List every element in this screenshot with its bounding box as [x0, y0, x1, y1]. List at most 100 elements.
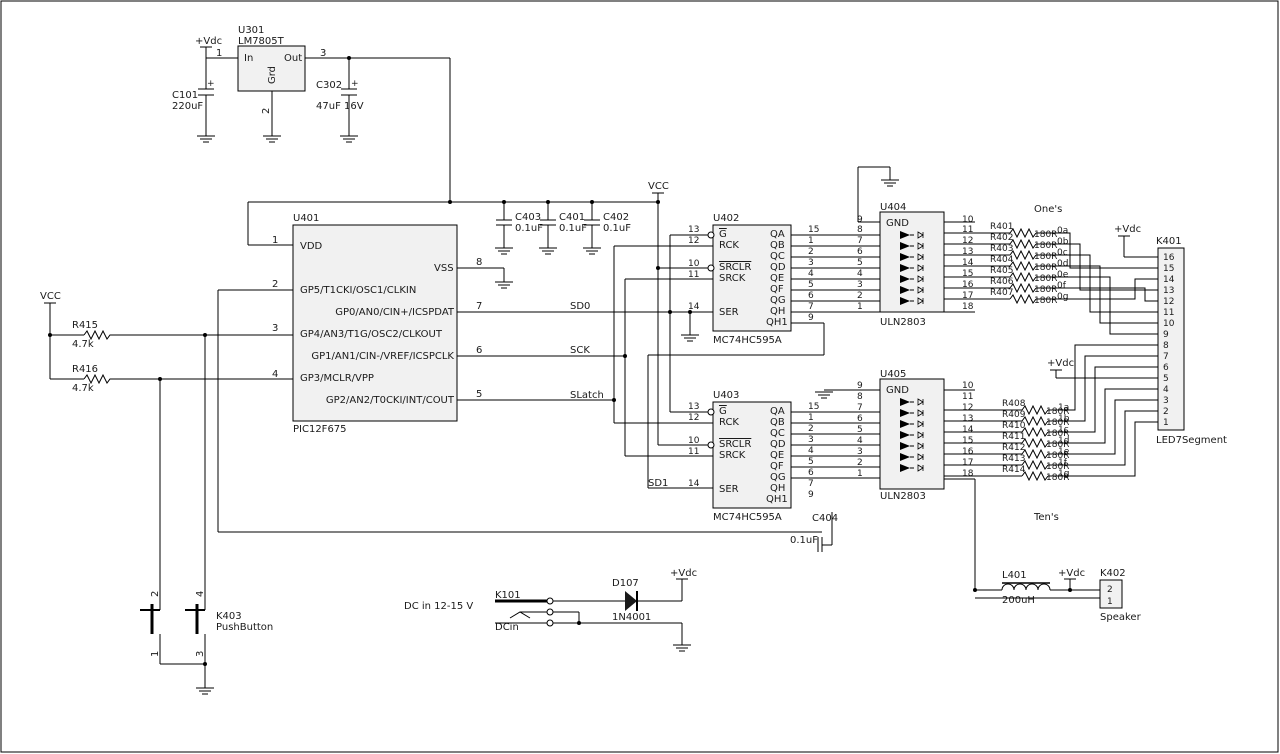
d107-part: 1N4001 [612, 612, 651, 623]
u404-in-pins: 8 7 6 5 4 3 2 1 [857, 225, 863, 312]
d107-ref: D107 [612, 578, 639, 589]
svg-text:180R: 180R [1046, 418, 1069, 428]
svg-text:14: 14 [962, 258, 974, 268]
vcc-bus: VCC C403 0.1uF C401 0.1uF C402 0.1uF [247, 181, 669, 270]
svg-text:14: 14 [688, 479, 700, 489]
svg-text:1e: 1e [1058, 447, 1070, 457]
u301-out-label: Out [284, 53, 302, 64]
u403-shift-register: U403 MC74HC595A G RCK SRCLR SRCK SER QA … [612, 246, 838, 552]
svg-text:16: 16 [962, 447, 974, 457]
vdc-label-speaker: +Vdc [1058, 568, 1085, 579]
c401-val: 0.1uF [559, 223, 587, 234]
u404-out-pins: 11 12 13 14 15 16 17 18 [962, 225, 974, 312]
k403-pin1: 1 [150, 651, 161, 657]
u401-pin6: 6 [476, 345, 482, 356]
svg-text:R405: R405 [990, 266, 1013, 276]
svg-text:SRCLR: SRCLR [719, 439, 751, 450]
svg-text:1: 1 [857, 302, 863, 312]
u404-part: ULN2803 [880, 317, 926, 328]
u301-body [237, 45, 306, 92]
svg-text:12: 12 [688, 236, 699, 246]
r-top-vals: 180R 180R 180R 180R 180R 180R 180R [1034, 230, 1057, 306]
svg-text:R409: R409 [1002, 410, 1026, 420]
u401-pin5: 5 [476, 389, 482, 400]
svg-text:SER: SER [719, 307, 739, 318]
svg-text:10: 10 [962, 381, 974, 391]
u401-part: PIC12F675 [293, 424, 347, 435]
svg-text:1: 1 [808, 236, 814, 246]
svg-text:R408: R408 [1002, 399, 1026, 409]
svg-text:11: 11 [688, 270, 699, 280]
svg-text:7: 7 [808, 302, 814, 312]
svg-text:15: 15 [808, 225, 819, 235]
svg-text:1d: 1d [1058, 436, 1069, 446]
resistors-bottom: R408 R409 R410 R411 R412 R413 R414 180R … [944, 344, 1158, 483]
svg-text:+: + [207, 79, 215, 89]
svg-text:SER: SER [719, 484, 739, 495]
u401-pin4: 4 [272, 369, 278, 380]
svg-text:11: 11 [1163, 308, 1174, 318]
u402-body [712, 224, 792, 332]
svg-text:7: 7 [857, 403, 863, 413]
svg-text:14: 14 [962, 425, 974, 435]
c401-ref: C401 [559, 212, 585, 223]
u405-body [879, 378, 945, 490]
svg-text:180R: 180R [1034, 230, 1057, 240]
svg-text:5: 5 [857, 425, 863, 435]
svg-text:R402: R402 [990, 233, 1013, 243]
svg-text:8: 8 [1163, 341, 1169, 351]
u301-pin1: 1 [216, 48, 222, 59]
r415-ref: R415 [72, 320, 98, 331]
svg-text:14: 14 [1163, 275, 1175, 285]
u404-gnd: GND [886, 218, 909, 229]
c101-ref: C101 [172, 90, 198, 101]
svg-text:1f: 1f [1058, 458, 1068, 468]
svg-text:2: 2 [857, 291, 863, 301]
svg-text:180R: 180R [1034, 263, 1057, 273]
r-bot-segs: 1a 1b 1c 1d 1e 1f 1g [1058, 403, 1070, 479]
button-section: VCC R415 4.7k R416 4.7k 2 4 1 3 K403 Pus… [40, 291, 273, 695]
svg-text:QH: QH [770, 483, 785, 494]
c302-ref: C302 [316, 80, 342, 91]
svg-text:R414: R414 [1002, 465, 1026, 475]
u403-body [712, 401, 792, 509]
k401-body [1157, 247, 1185, 431]
svg-text:R406: R406 [990, 277, 1014, 287]
speaker-section: L401 200uH +Vdc K402 2 1 Speaker [973, 568, 1142, 623]
svg-text:11: 11 [688, 447, 699, 457]
net-sck: SCK [570, 345, 590, 356]
u401-gp1: GP1/AN1/CIN-/VREF/ICSPCLK [311, 351, 454, 362]
svg-text:QG: QG [770, 295, 786, 306]
k101-name: DCin [495, 622, 519, 633]
svg-text:QH1: QH1 [766, 494, 788, 505]
svg-text:180R: 180R [1046, 473, 1069, 483]
svg-text:RCK: RCK [719, 417, 739, 428]
svg-text:7: 7 [808, 479, 814, 489]
svg-text:QA: QA [770, 406, 785, 417]
svg-text:SRCK: SRCK [719, 450, 746, 461]
vcc-label-top: VCC [648, 181, 669, 192]
svg-text:9: 9 [808, 490, 814, 500]
svg-text:0a: 0a [1057, 226, 1068, 236]
svg-text:8: 8 [857, 225, 863, 235]
svg-text:12: 12 [962, 236, 973, 246]
svg-text:0f: 0f [1057, 281, 1067, 291]
svg-text:9: 9 [808, 313, 814, 323]
k401-part: LED7Segment [1156, 435, 1227, 446]
ones-label: One's [1034, 204, 1062, 215]
svg-text:15: 15 [808, 402, 819, 412]
l401-val: 200uH [1002, 595, 1035, 606]
u405-ref: U405 [880, 369, 906, 380]
r-top-to-k401 [1036, 232, 1158, 335]
u405-driver: U405 ULN2803 GND 9 10 8 7 6 5 4 3 2 1 11… [791, 369, 1059, 590]
svg-text:QC: QC [770, 428, 785, 439]
u401-body [292, 224, 458, 422]
svg-text:1: 1 [857, 469, 863, 479]
u402-to-u404-wires [791, 234, 880, 313]
svg-text:5: 5 [808, 457, 814, 467]
svg-text:12: 12 [688, 413, 699, 423]
u401-vdd: VDD [300, 241, 323, 252]
u403-part: MC74HC595A [713, 512, 782, 523]
